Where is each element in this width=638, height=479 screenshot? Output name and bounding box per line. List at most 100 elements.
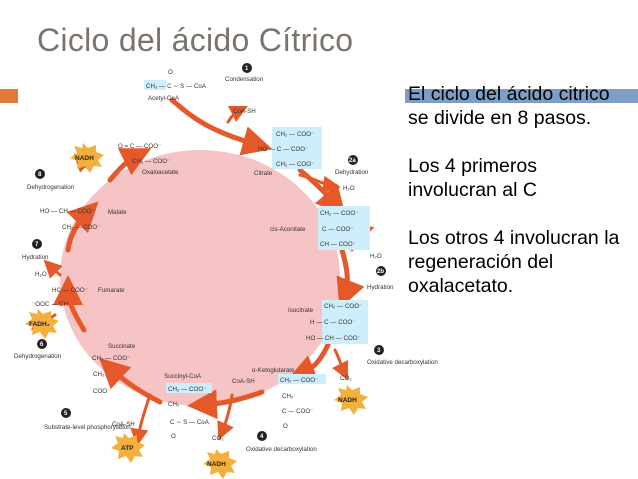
step-2b-number: 2b	[377, 269, 384, 275]
accent-bar	[405, 89, 638, 103]
succinyl-coa-formula-2: CH₂	[168, 401, 180, 408]
oxaloacetate-group: O = C — COO⁻ CH₂ — COO⁻ Oxaloacetate	[118, 143, 179, 176]
paragraph-first-four: Los 4 primeros involucran al C	[408, 155, 537, 201]
step-8-number: 8	[38, 172, 42, 178]
succinate-formula-2: CH₂	[93, 371, 105, 378]
succinate-label: Succinate	[108, 343, 136, 350]
co2-2: CO₂	[212, 435, 224, 442]
acetyl-oxygen: O	[168, 69, 173, 76]
slide-title: Ciclo del ácido Cítrico	[37, 22, 354, 58]
succinyl-coa-group: Succinyl-CoA CH₂ — COO⁻ CH₂ C ∼ S — CoA …	[164, 373, 212, 440]
ketoglutarate-formula-2: CH₂	[282, 393, 294, 400]
isocitrate-formula-2: H — C — COO⁻	[310, 319, 356, 326]
step-6-label: Dehydrogenation	[14, 353, 62, 360]
ketoglutarate-label: α-Ketoglutarate	[252, 367, 295, 374]
ketoglutarate-group: α-Ketoglutarate CH₂ — COO⁻ CH₂ C — COO⁻ …	[232, 367, 326, 430]
atp-burst: ATP	[111, 433, 145, 463]
malate-formula-1: HO — CH — COO⁻	[40, 208, 95, 215]
arrow-to-fumarate	[53, 275, 87, 333]
succinate-formula-3: COO⁻	[93, 388, 110, 395]
arrow-condensation	[169, 97, 273, 156]
step-2a-badge	[348, 155, 358, 165]
step-4-badge	[257, 431, 267, 441]
citrate-group: CH₂ — COO⁻ HO — C — COO⁻ CH₂ — COO⁻ Citr…	[254, 127, 322, 177]
cycle-center-disk	[60, 150, 340, 406]
ketoglutarate-formula-1: CH₂ — COO⁻	[280, 377, 318, 384]
step-7-number: 7	[35, 242, 39, 248]
fumarate-group: H₂O HC — COO⁻ ⁻OOC — CH Fumarate	[32, 271, 125, 308]
succinyl-coa-formula-1: CH₂ — COO⁻	[168, 386, 206, 393]
arrow-to-malate	[65, 201, 99, 253]
description-text: El ciclo del ácido citrico se divide en …	[408, 82, 628, 298]
arrow-to-succinate	[99, 357, 163, 405]
step-8-badge	[35, 169, 45, 179]
fumarate-formula-1: HC — COO⁻	[52, 287, 88, 294]
oxaloacetate-formula-1: O = C — COO⁻	[118, 143, 161, 150]
step-8-label: Dehydrogenation	[27, 184, 75, 191]
atp: ATP	[121, 445, 134, 452]
step-7-label: Hydration	[22, 254, 49, 261]
step-5-label: Substrate-level phosphorylation	[44, 424, 131, 431]
h2o-3: H₂O	[35, 271, 47, 278]
step-7-badge	[32, 239, 42, 249]
succinate-group: Succinate CH₂ — COO⁻ CH₂ COO⁻ CoA-SH	[92, 343, 136, 428]
cis-aconitate-label: cis-Aconitate	[270, 226, 306, 233]
citrate-formula-2: HO — C — COO⁻	[258, 146, 308, 153]
paragraph-steps: El ciclo del ácido citrico se divide en …	[408, 83, 610, 129]
isocitrate-label: Isocitrate	[288, 307, 314, 314]
malate-group: HO — CH — COO⁻ CH₂ — COO⁻ Malate	[40, 208, 127, 231]
step-3-label: Oxidative decarboxylation	[367, 359, 438, 366]
succinyl-coa-label: Succinyl-CoA	[164, 373, 202, 380]
oxaloacetate-label: Oxaloacetate	[142, 169, 179, 176]
coa-sh-2: CoA-SH	[232, 378, 255, 385]
oxaloacetate-formula-2: CH₂ — COO⁻	[132, 158, 170, 165]
step-4-number: 4	[260, 434, 264, 440]
acetyl-coa-label: Acetyl-CoA	[148, 95, 180, 102]
step-1-number: 1	[245, 66, 249, 72]
coa-sh-1: CoA-SH	[233, 108, 256, 115]
nadh-3: NADH	[338, 397, 357, 404]
step-2b-label: Hydration	[367, 284, 394, 291]
cis-aconitate-group: CH₂ — COO⁻ C — COO⁻ CH — COO⁻ cis-Aconit…	[270, 206, 370, 250]
fumarate-formula-2: ⁻OOC — CH	[32, 301, 68, 308]
cis-aconitate-formula-1: CH₂ — COO⁻	[320, 210, 358, 217]
step-2a-label: Dehydration	[335, 169, 369, 176]
citrate-label: Citrate	[254, 170, 273, 177]
co2-1: CO₂	[340, 375, 352, 382]
coa-sh-3: CoA-SH	[112, 421, 135, 428]
malate-formula-2: CH₂ — COO⁻	[62, 224, 100, 231]
nadh-2: NADH	[207, 461, 226, 468]
acetyl-formula: CH₃ — C ∼ S — CoA	[146, 83, 207, 90]
arrow-to-oxaloacetate	[107, 148, 152, 183]
nadh-burst-1: NADH	[70, 143, 104, 173]
ketoglutarate-formula-3: C — COO⁻	[282, 408, 313, 415]
step-3-badge	[374, 345, 384, 355]
h2o-1: H₂O	[343, 185, 355, 192]
step-3-number: 3	[377, 348, 381, 354]
ketoglutarate-formula-4: O	[283, 423, 288, 430]
step-2a-number: 2a	[349, 158, 356, 164]
step-4-label: Oxidative decarboxylation	[246, 446, 317, 453]
step-5-number: 5	[64, 411, 68, 417]
fadh2: FADH₂	[29, 321, 50, 328]
nadh-burst-3: NADH	[334, 385, 368, 415]
step-1-label: Condensation	[225, 76, 264, 83]
citrate-formula-1: CH₂ — COO⁻	[276, 131, 314, 138]
arrow-to-isocitrate	[336, 247, 365, 309]
fumarate-label: Fumarate	[98, 287, 125, 294]
succinate-formula-1: CH₂ — COO⁻	[92, 355, 130, 362]
acetyl-coa-group: O CH₃ — C ∼ S — CoA Acetyl-CoA	[144, 69, 207, 102]
isocitrate-formula-1: CH₂ — COO⁻	[324, 303, 362, 310]
nadh-burst-2: NADH	[203, 449, 237, 479]
isocitrate-formula-3: HO — CH — COO⁻	[306, 335, 361, 342]
step-6-badge	[37, 339, 47, 349]
h2o-2: H₂O	[370, 253, 382, 260]
step-2b-badge	[376, 266, 386, 276]
paragraph-last-four: Los otros 4 involucran la regeneración d…	[408, 227, 620, 297]
cis-aconitate-formula-2: C — COO⁻	[322, 226, 353, 233]
step-5-badge	[61, 408, 71, 418]
citrate-formula-3: CH₂ — COO⁻	[276, 161, 314, 168]
nadh-1: NADH	[75, 155, 94, 162]
isocitrate-group: CH₂ — COO⁻ H — C — COO⁻ HO — CH — COO⁻ I…	[288, 300, 368, 344]
